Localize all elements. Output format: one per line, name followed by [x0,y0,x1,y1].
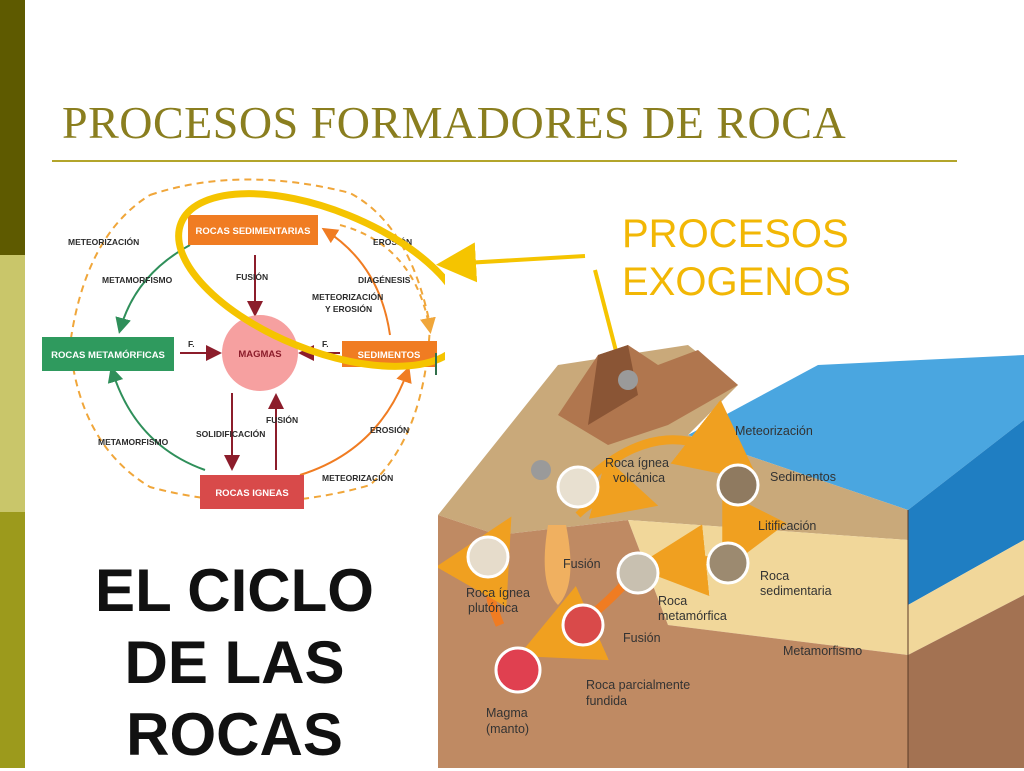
label-solidificacion: SOLIDIFICACIÓN [196,428,265,439]
earth-side [908,595,1024,768]
title-divider [52,160,957,162]
sidebar-band-dark [0,0,25,255]
rock-cycle-heading-line3: ROCAS [126,701,343,768]
green-arc-bottom [107,366,206,471]
blk-label-parcial-1: Roca parcialmente [586,678,690,692]
box-rocas-igneas-label: ROCAS IGNEAS [215,488,288,499]
label-meteorizacion-top: METEORIZACIÓN [68,236,139,247]
blk-label-roca-metamorfica-2: metamórfica [658,609,727,623]
blk-label-manto: (manto) [486,722,529,736]
slide-title: PROCESOS FORMADORES DE ROCA [62,97,847,148]
label-erosion-top: EROSIÓN [373,236,412,247]
label-fusion-top: FUSIÓN [236,271,268,282]
arrow-volcanic [575,458,659,519]
box-rocas-igneas [200,475,304,509]
label-meteo-erosion-2: Y EROSIÓN [325,303,372,314]
ocean-surface [688,355,1024,510]
orange-arc-top [321,227,391,336]
sample-magma [494,646,542,694]
pointer-to-ellipse [436,242,586,283]
arrow-metamorfismo [634,524,710,597]
blk-label-meteorizacion: Meteorización [735,424,813,438]
blk-label-litificacion: Litificación [758,519,816,533]
box-rocas-sedimentarias-label: ROCAS SEDIMENTARIAS [196,226,311,237]
sample-roca-sedimentaria [706,541,750,585]
blk-label-ignea-volcanica-2: volcánica [613,471,665,485]
dashed-arrow-right [339,224,436,334]
rock-cycle-heading-line1: EL CICLO [95,557,374,624]
mountain-shade [588,345,638,425]
blk-label-magma: Magma [486,706,528,720]
sidebar-band-mid [0,512,25,768]
box-rocas-metamorficas-label: ROCAS METAMÓRFICAS [51,349,165,361]
sample-roca-metamorfica [616,551,660,595]
sample-ignea-volcanica [556,465,600,509]
blk-label-ignea-volcanica-1: Roca ígnea [605,456,669,470]
blk-label-parcial-2: fundida [586,694,627,708]
volcano-rock-2 [531,460,551,480]
blk-label-fusion-1: Fusión [563,557,601,571]
label-diagenesis: DIAGÉNESIS [358,275,411,285]
label-f-left: F. [188,339,195,349]
box-sedimentos-label: SEDIMENTOS [358,350,421,361]
blk-label-ignea-plutonica-1: Roca ígnea [466,586,530,600]
blk-label-ignea-plutonica-2: plutónica [468,601,518,615]
label-meteo-erosion-1: METEORIZACIÓN [312,291,383,302]
green-arc-top [115,244,191,334]
box-rocas-sedimentarias [188,215,318,245]
highlight-ellipse [175,190,445,370]
label-metamorfismo-top: METAMORFISMO [102,275,173,285]
rock-cycle-heading-line2: DE LAS [124,629,345,696]
orange-arc-bottom [299,366,412,476]
blk-label-roca-sedimentaria-2: sedimentaria [760,584,832,598]
exogenous-callout-line1: PROCESOS [622,212,849,256]
blk-label-roca-sedimentaria-1: Roca [760,569,789,583]
label-erosion-bottom: EROSIÓN [370,424,409,435]
blk-label-fusion-2: Fusión [623,631,661,645]
label-fusion-bottom: FUSIÓN [266,414,298,425]
volcano-rock-1 [618,370,638,390]
rock-cycle-diagram: MAGMAS ROCAS SEDIMENTARIAS ROCAS METAMÓR… [42,178,445,509]
blk-label-sedimentos: Sedimentos [770,470,836,484]
label-metamorfismo-bottom: METAMORFISMO [98,437,169,447]
magma-plume [544,525,571,605]
block-diagram: Meteorización Roca ígnea volcánica Sedim… [438,345,1024,768]
ocean-front [908,420,1024,605]
sidebar-band-light [0,255,25,512]
label-f-right: F. [322,339,329,349]
magmas-label: MAGMAS [238,349,281,360]
label-meteorizacion-bottom: METEORIZACIÓN [322,472,393,483]
exogenous-callout: PROCESOS EXOGENOS [622,210,851,306]
sample-ignea-plutonica [466,535,510,579]
sample-sedimentos [716,463,760,507]
sample-parcialmente-fundida [561,603,605,647]
rock-cycle-heading: EL CICLO DE LAS ROCAS [62,555,407,771]
blk-label-metamorfismo: Metamorfismo [783,644,862,658]
box-rocas-metamorficas [42,337,174,371]
exogenous-callout-line2: EXOGENOS [622,260,851,304]
blk-label-roca-metamorfica-1: Roca [658,594,687,608]
